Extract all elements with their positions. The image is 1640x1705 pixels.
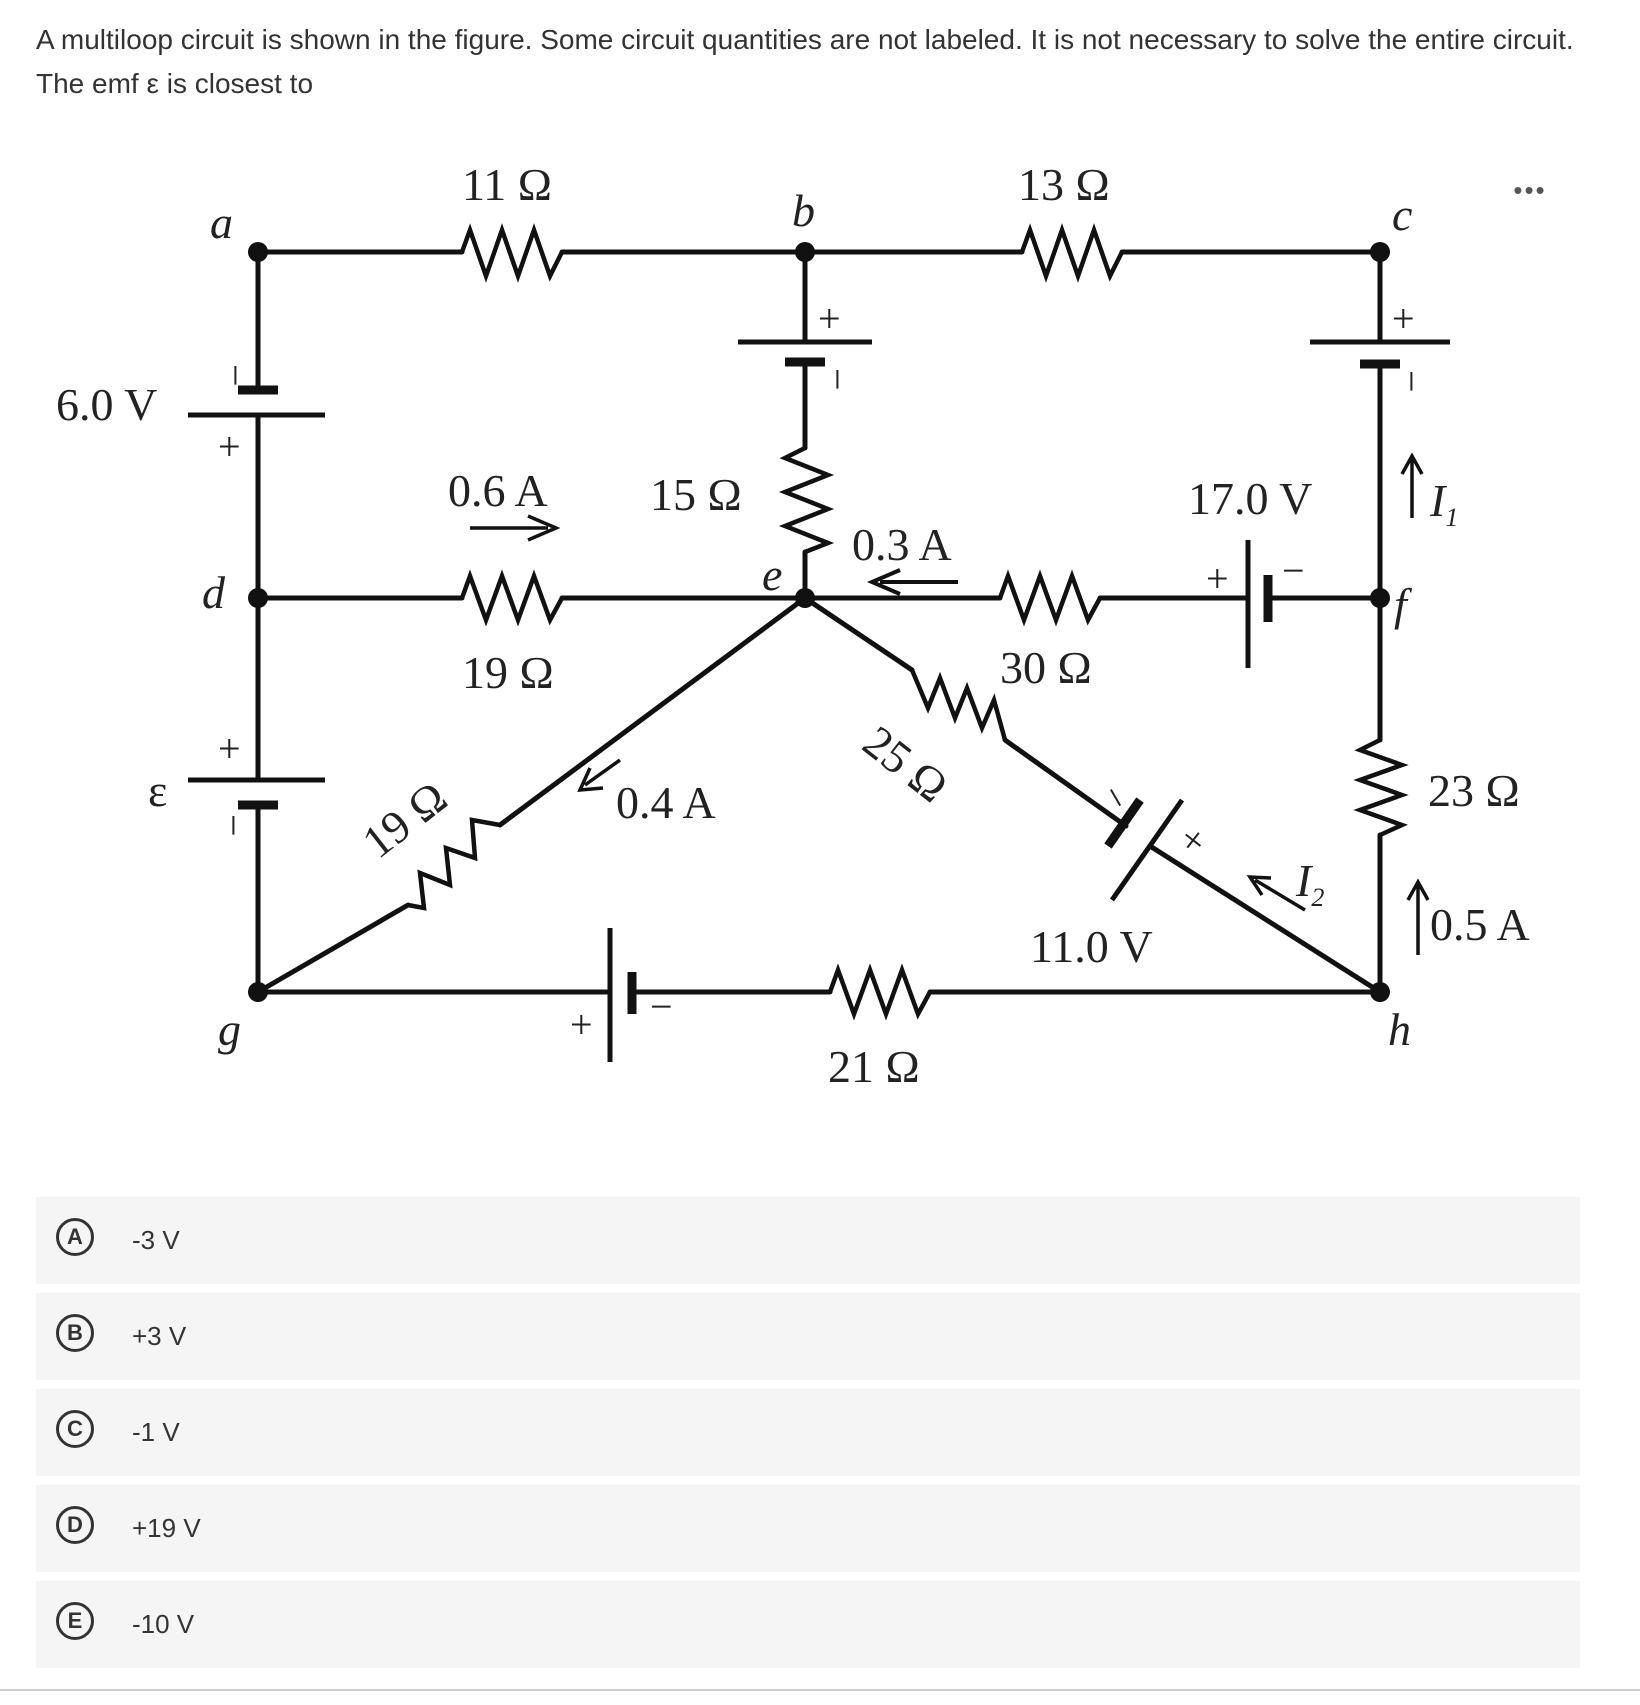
node-f-label: f (1394, 579, 1413, 630)
sign-6v-plus: + (218, 424, 241, 469)
node-c-label: c (1392, 189, 1412, 240)
resistor-21ohm-label: 21 Ω (828, 1041, 920, 1092)
arrow-i1 (1400, 452, 1424, 518)
node-b-dot (795, 242, 815, 262)
resistor-15ohm (778, 445, 835, 555)
option-e[interactable]: E -10 V (36, 1581, 1580, 1668)
current-i2-label: I2 (1295, 855, 1324, 912)
sign-17v-plus: + (1206, 556, 1229, 601)
current-i1-label: I1 (1429, 475, 1458, 532)
node-c-dot (1370, 242, 1390, 262)
resistor-25ohm (909, 669, 1008, 741)
option-b-text: +3 V (132, 1321, 187, 1351)
emf-6v-label: 6.0 V (56, 379, 157, 430)
battery-11v-long-plate (1109, 798, 1185, 902)
resistor-19ohm-eg (407, 817, 501, 911)
resistor-11ohm (459, 223, 565, 283)
option-c-letter: C (56, 1410, 94, 1448)
resistor-19ohm-de-label: 19 Ω (462, 647, 554, 698)
arrow-0-4a (577, 758, 622, 793)
option-c-text: -1 V (132, 1417, 180, 1447)
bottom-divider (0, 1689, 1640, 1691)
option-d-letter: D (56, 1506, 94, 1544)
more-options-button[interactable]: ••• (1513, 175, 1547, 205)
node-d-dot (248, 588, 268, 608)
sign-eps-plus: + (218, 726, 241, 771)
resistor-11ohm-label: 11 Ω (462, 159, 552, 210)
resistor-23ohm-label: 23 Ω (1428, 765, 1520, 816)
sign-11v-plus: + (1170, 815, 1215, 864)
answer-options: A -3 V B +3 V C -1 V D +19 V E -10 V (36, 1197, 1580, 1677)
option-b[interactable]: B +3 V (36, 1293, 1580, 1380)
wire-11v-h (1147, 843, 1383, 995)
node-e-dot (795, 588, 815, 608)
sign-gh-minus: − (650, 984, 673, 1029)
option-a-letter: A (56, 1218, 94, 1256)
resistor-15ohm-label: 15 Ω (650, 469, 742, 520)
wire-19ohm-g (255, 902, 411, 995)
current-0-4a-label: 0.4 A (616, 777, 716, 828)
node-g-dot (248, 982, 268, 1002)
arrow-0-6a (470, 514, 561, 542)
arrow-0-3a (866, 568, 958, 596)
node-f-dot (1370, 588, 1390, 608)
option-e-letter: E (56, 1602, 94, 1640)
resistor-13ohm (1019, 223, 1125, 283)
wire-e-19ohm-diag (497, 595, 808, 828)
node-e-label: e (762, 549, 782, 600)
arrow-i2 (1246, 875, 1306, 912)
battery-11v-short-plate (1104, 797, 1144, 849)
option-a-text: -3 V (132, 1225, 180, 1255)
current-0-3a-label: 0.3 A (852, 519, 952, 570)
option-e-text: -10 V (132, 1609, 195, 1639)
node-b-label: b (792, 185, 815, 236)
resistor-25ohm-label: 25 Ω (854, 716, 958, 813)
resistor-13ohm-label: 13 Ω (1018, 159, 1110, 210)
current-0-5a-label: 0.5 A (1430, 899, 1530, 950)
sign-6v-minus: − (213, 364, 258, 387)
emf-11v-label: 11.0 V (1030, 921, 1153, 972)
circuit-diagram: a b c d e f g h 11 Ω 13 Ω 19 Ω 15 Ω 30 Ω… (56, 159, 1530, 1092)
node-a-dot (248, 242, 268, 262)
sign-b-minus: − (815, 368, 860, 391)
resistor-19ohm-eg-label: 19 Ω (353, 771, 457, 868)
sign-b-plus: + (818, 296, 841, 341)
arrow-0-5a (1406, 878, 1430, 955)
option-c[interactable]: C -1 V (36, 1389, 1580, 1476)
option-d-text: +19 V (132, 1513, 201, 1543)
option-a[interactable]: A -3 V (36, 1197, 1580, 1284)
node-h-label: h (1388, 1004, 1411, 1055)
wire-e-25ohm (802, 595, 915, 673)
node-g-label: g (218, 1004, 241, 1055)
sign-gh-plus: + (570, 1002, 593, 1047)
resistor-30ohm-label: 30 Ω (1000, 642, 1092, 693)
current-0-6a-label: 0.6 A (448, 465, 548, 516)
wire-25ohm-11v (1002, 737, 1129, 829)
emf-17v-label: 17.0 V (1188, 473, 1312, 524)
option-d[interactable]: D +19 V (36, 1485, 1580, 1572)
question-text: A multiloop circuit is shown in the figu… (36, 24, 1574, 99)
resistor-19ohm-de (459, 569, 564, 627)
node-a-label: a (210, 197, 233, 248)
resistor-21ohm (827, 963, 932, 1021)
sign-c-plus: + (1392, 296, 1415, 341)
emf-epsilon-label: ε (148, 765, 167, 816)
resistor-30ohm (997, 569, 1102, 627)
sign-eps-minus: − (211, 814, 256, 837)
sign-c-minus: − (1389, 370, 1434, 393)
node-h-dot (1370, 982, 1390, 1002)
node-d-label: d (202, 567, 226, 618)
option-b-letter: B (56, 1314, 94, 1352)
sign-17v-minus: − (1282, 548, 1305, 593)
resistor-23ohm (1353, 737, 1409, 838)
